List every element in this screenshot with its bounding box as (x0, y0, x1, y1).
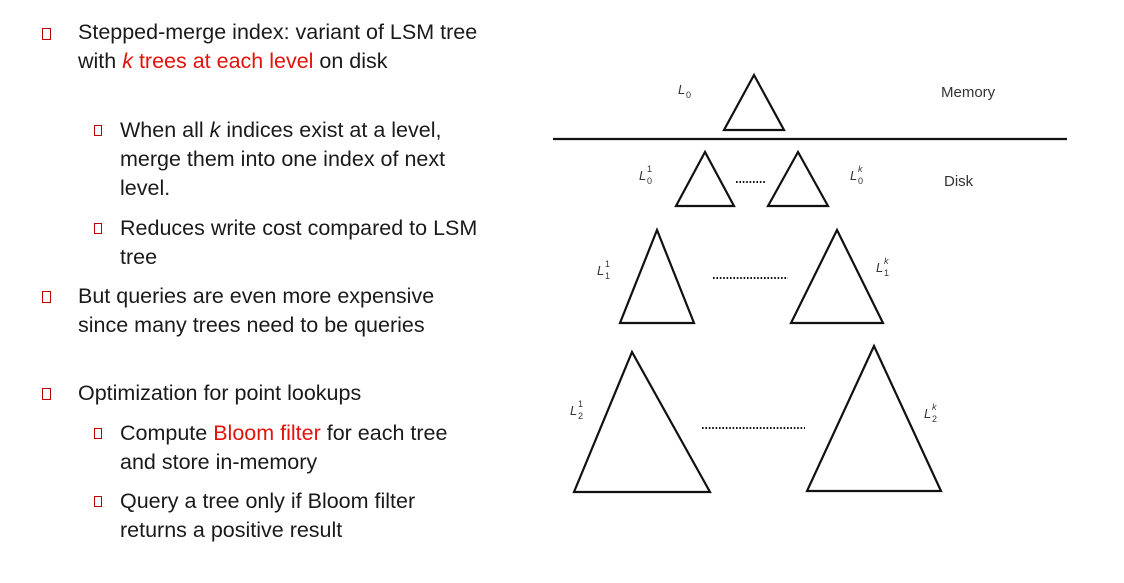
sub-bullet-marker (94, 496, 102, 507)
bullet-marker (42, 291, 51, 303)
superscript: k (932, 402, 937, 412)
level-symbol: L (639, 168, 646, 183)
disk-label: Disk (944, 173, 974, 190)
triangle-L1-1 (618, 227, 696, 325)
label-L0: L 0 (678, 82, 691, 100)
level-symbol: L (678, 82, 685, 97)
highlight-text: Bloom filter (213, 421, 321, 445)
subscript: 1 (605, 271, 610, 281)
bullet-text: When all (120, 118, 210, 142)
bullet-text: indices exist at a level, merge them int… (120, 118, 446, 200)
bullet-marker (42, 28, 51, 40)
label-L0-k: L k 0 (850, 164, 863, 186)
superscript: 1 (647, 164, 652, 174)
triangle-L2-1 (572, 349, 712, 494)
triangle-L0-1 (674, 149, 736, 208)
sub-bullet-marker (94, 125, 102, 136)
label-L1-k: L k 1 (876, 256, 889, 278)
bullet-text: for each tree and store in-memory (120, 421, 448, 474)
subscript: 1 (884, 268, 889, 278)
bullet-text: Stepped-merge index: variant of LSM tree… (78, 20, 478, 73)
bullet-marker (42, 388, 51, 400)
sub-bullet-merge-indices: When all k indices exist at a level, mer… (120, 116, 480, 203)
triangle-L0 (722, 72, 786, 132)
subscript: 2 (932, 414, 937, 424)
subscript: 0 (858, 176, 863, 186)
label-L1-1: L 1 1 (597, 259, 610, 281)
bullet-text: on disk (313, 49, 388, 73)
label-L2-k: L k 2 (924, 402, 937, 424)
k-variable: k (209, 118, 221, 142)
sub-bullet-query-tree: Query a tree only if Bloom filter return… (120, 489, 416, 542)
subscript: 0 (647, 176, 652, 186)
superscript: k (884, 256, 889, 266)
bullet-queries-expensive: But queries are even more expensive sinc… (78, 284, 435, 337)
level-symbol: L (850, 168, 857, 183)
level-symbol: L (570, 403, 577, 418)
level-symbol: L (876, 260, 883, 275)
label-L2-1: L 1 2 (570, 399, 583, 421)
triangle-L1-k (789, 227, 885, 325)
superscript: 1 (578, 399, 583, 409)
triangle-L2-k (805, 343, 943, 493)
sub-bullet-marker (94, 223, 102, 234)
bullet-point-lookups: Optimization for point lookups (78, 381, 362, 405)
memory-label: Memory (941, 84, 996, 101)
subscript: 2 (578, 411, 583, 421)
subscript: 0 (686, 90, 691, 100)
level-symbol: L (924, 406, 931, 421)
sub-bullet-marker (94, 428, 102, 439)
highlight-text: trees at each level (132, 49, 314, 73)
sub-bullet-write-cost: Reduces write cost compared to LSM tree (120, 216, 478, 269)
sub-bullet-bloom-filter: Compute Bloom filter for each tree and s… (120, 419, 480, 477)
label-L0-1: L 1 0 (639, 164, 652, 186)
superscript: k (858, 164, 863, 174)
bullet-stepped-merge-index: Stepped-merge index: variant of LSM tree… (78, 18, 478, 76)
triangle-L0-k (766, 149, 830, 208)
bullet-text: Compute (120, 421, 214, 445)
superscript: 1 (605, 259, 610, 269)
level-symbol: L (597, 263, 604, 278)
k-variable: k (122, 49, 133, 73)
